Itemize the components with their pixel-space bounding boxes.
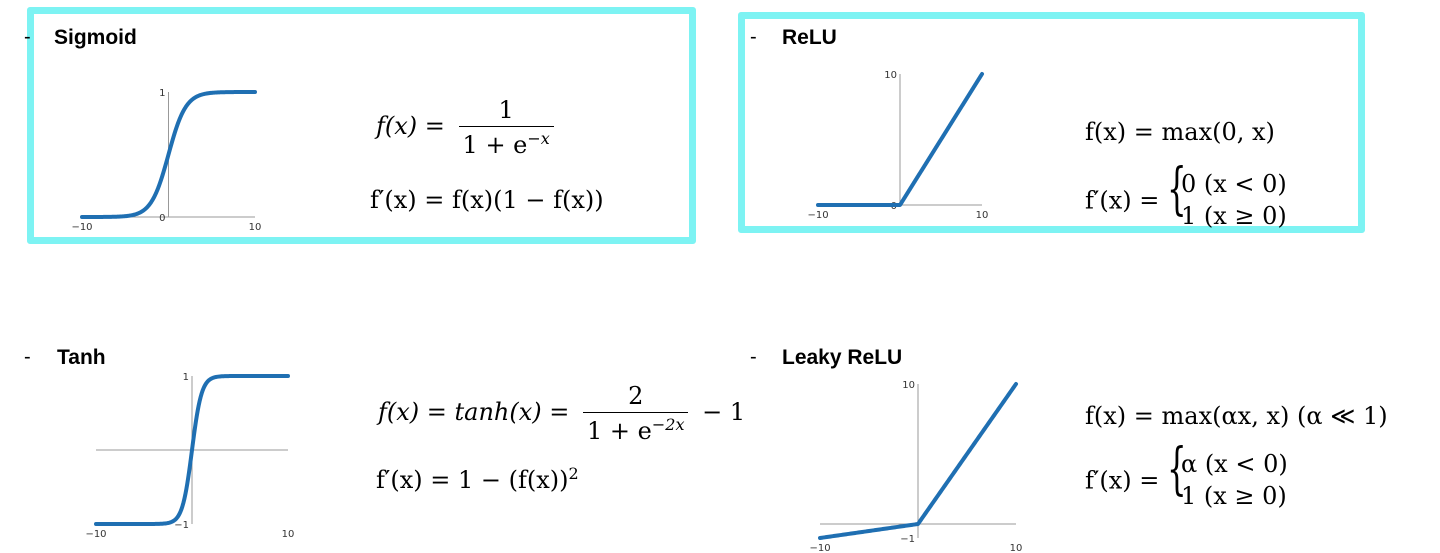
sigmoid-plot: −10 10 0 1 (71, 88, 262, 233)
x-tick-label: 10 (282, 529, 295, 540)
leaky-relu-title: Leaky ReLU (782, 346, 903, 369)
x-tick-label: 10 (1010, 543, 1023, 553)
relu-curve (816, 72, 984, 207)
equals-sign: = (424, 112, 453, 140)
relu-title: ReLU (782, 26, 837, 49)
sigmoid-denominator: 1 + e−x (458, 126, 554, 159)
x-tick-label: 10 (249, 222, 262, 233)
relu-highlight-box (738, 12, 1365, 233)
tanh-curve (94, 374, 290, 526)
tanh-bullet: - (24, 346, 31, 368)
y-tick-label: 1 (183, 372, 189, 383)
y-tick-label: 10 (902, 380, 915, 391)
tanh-denominator: 1 + e−2x (583, 412, 689, 445)
leaky-relu-formula-2: f′(x) = { α (x < 0) 1 (x ≥ 0) (1085, 442, 1288, 513)
tanh-formula-1-tail: − 1 (702, 398, 746, 426)
tanh-plot: −10 10 −1 1 (85, 372, 295, 540)
sigmoid-formula-1: f(x) = 1 1 + e−x (376, 98, 560, 157)
relu-case-2: 1 (x ≥ 0) (1180, 202, 1287, 231)
sigmoid-bullet: - (24, 26, 31, 48)
leaky-relu-formula-2-lhs: f′(x) = (1085, 466, 1160, 495)
sigmoid-highlight-box (27, 7, 696, 244)
y-tick-label: 1 (159, 88, 165, 99)
tanh-numerator: 2 (628, 382, 644, 410)
leaky-relu-plot: −10 10 −1 10 (809, 380, 1022, 553)
brace-symbol: { (1166, 157, 1187, 222)
relu-bullet: - (750, 26, 757, 48)
y-tick-label: −1 (174, 520, 189, 531)
relu-formula-1: f(x) = max(0, x) (1085, 118, 1275, 146)
leaky_relu-curve (818, 382, 1018, 540)
relu-cases: { 0 (x < 0) 1 (x ≥ 0) (1167, 162, 1287, 233)
x-tick-label: −10 (85, 529, 106, 540)
tanh-formula-1: f(x) = tanh(x) = 2 1 + e−2x − 1 (378, 384, 745, 443)
x-tick-label: 10 (976, 210, 989, 221)
sigmoid-title: Sigmoid (54, 26, 137, 49)
tanh-formula-2-exp: 2 (568, 464, 579, 483)
relu-formula-2: f′(x) = { 0 (x < 0) 1 (x ≥ 0) (1085, 162, 1287, 233)
leaky-relu-case-2: 1 (x ≥ 0) (1180, 482, 1287, 511)
relu-formula-2-lhs: f′(x) = (1085, 186, 1160, 215)
leaky-relu-cases: { α (x < 0) 1 (x ≥ 0) (1167, 442, 1288, 513)
tanh-den-base: 1 + e (587, 417, 652, 445)
sigmoid-curve (80, 90, 257, 219)
relu-case-1: 0 (x < 0) (1180, 170, 1287, 198)
sigmoid-formula-2: f′(x) = f(x)(1 − f(x)) (370, 186, 604, 214)
x-tick-label: −10 (809, 543, 830, 553)
sigmoid-den-base: 1 + e (462, 131, 528, 159)
leaky-relu-case-1: α (x < 0) (1180, 450, 1288, 478)
x-tick-label: −10 (71, 222, 92, 233)
sigmoid-formula-1-lhs: f(x) (376, 112, 418, 140)
sigmoid-fraction: 1 1 + e−x (458, 96, 554, 159)
y-tick-label: −1 (900, 534, 915, 545)
tanh-formula-1-lhs: f(x) = tanh(x) = (378, 398, 570, 426)
sigmoid-numerator: 1 (498, 96, 514, 124)
sigmoid-den-exp: −x (527, 129, 550, 148)
x-tick-label: −10 (807, 210, 828, 221)
leaky-relu-formula-1: f(x) = max(αx, x) (α ≪ 1) (1085, 402, 1388, 430)
tanh-formula-2-base: f′(x) = 1 − (f(x)) (376, 466, 569, 494)
leaky-relu-bullet: - (750, 346, 757, 368)
y-tick-label: 0 (159, 213, 165, 224)
tanh-den-exp: −2x (651, 415, 685, 434)
tanh-title: Tanh (57, 346, 106, 369)
y-tick-label: 10 (884, 70, 897, 81)
tanh-fraction: 2 1 + e−2x (583, 382, 689, 445)
brace-symbol: { (1166, 437, 1187, 502)
tanh-formula-2: f′(x) = 1 − (f(x))2 (376, 464, 579, 494)
